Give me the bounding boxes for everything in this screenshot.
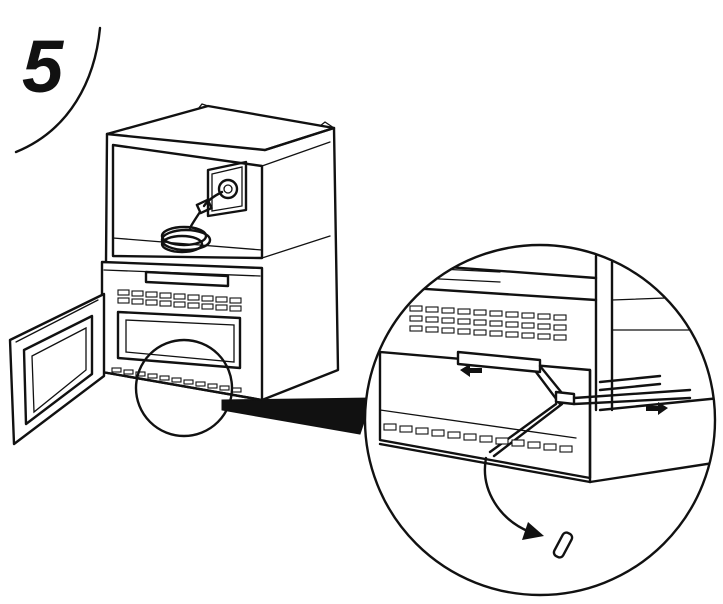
detail-vents-upper [409,305,567,341]
cabinet-top [105,104,336,152]
step-swoosh [14,26,102,154]
cabinet-right-side [260,126,340,402]
microwave-cavity [116,310,242,370]
step-number: 5 [22,25,65,108]
power-cord [160,190,224,254]
removed-pin [552,531,574,559]
curved-arrow-icon [483,456,544,540]
magnified-detail [363,243,717,597]
step-marker: 5 [14,25,102,154]
microwave-door-open [8,292,106,446]
arrow-left-icon [460,364,482,377]
arrow-right-icon [646,402,668,415]
microwave-vents [117,289,242,312]
microwave-bottom-vents [111,367,242,393]
detail-vents-lower [383,423,573,453]
mounting-bracket [456,350,692,458]
detail-callout-circle [134,338,234,438]
microwave-display [144,270,230,288]
electrical-outlet [206,160,248,218]
callout-connector [221,397,373,435]
cabinet-upper-opening [111,143,264,260]
